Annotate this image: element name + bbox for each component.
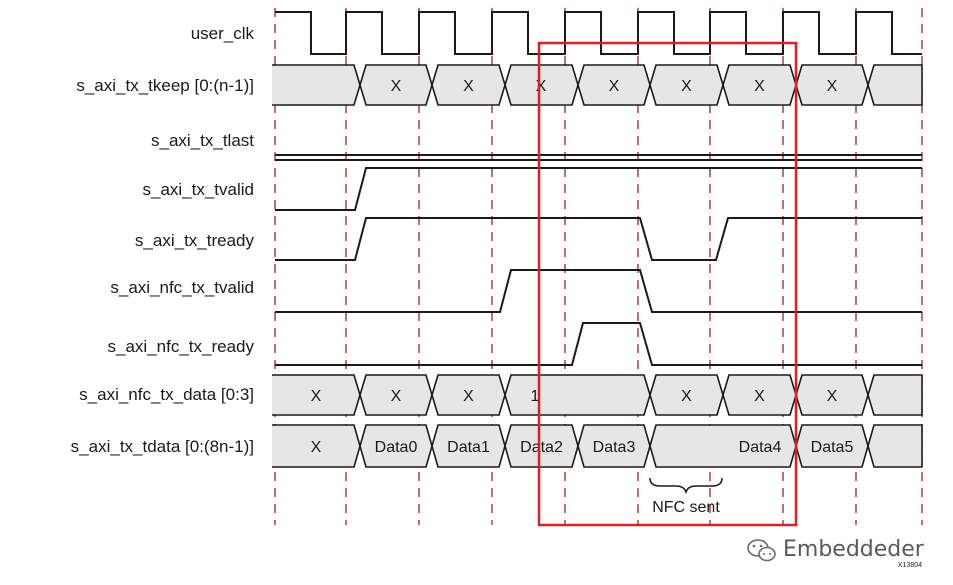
bus-value: Data1 <box>447 439 490 456</box>
signal-label-user-clk: user_clk <box>191 24 255 43</box>
bus-value: X <box>609 78 620 95</box>
bus-value: X <box>754 78 765 95</box>
bus-value: X <box>311 439 322 456</box>
bus-value: X <box>463 78 474 95</box>
bus-value: Data3 <box>593 439 636 456</box>
bus-value: X <box>681 388 692 405</box>
bus-value: Data0 <box>375 439 418 456</box>
bus-segment <box>272 64 361 106</box>
watermark-text: Embeddeder <box>783 537 925 562</box>
figure-id: X13804 <box>898 562 922 569</box>
bus-value: X <box>463 388 474 405</box>
nfc-brace <box>649 477 723 495</box>
bus-value: X <box>754 388 765 405</box>
wechat-icon <box>747 539 776 562</box>
wave-s-axi-tx-tvalid <box>275 167 922 211</box>
signal-label-s-axi-tx-tdata: s_axi_tx_tdata [0:(8n-1)] <box>71 437 254 456</box>
bus-value: X <box>311 388 322 405</box>
signal-label-s-axi-tx-tready: s_axi_tx_tready <box>135 231 255 250</box>
signal-label-s-axi-tx-tvalid: s_axi_tx_tvalid <box>142 180 254 199</box>
wave-s-axi-nfc-tx-tvalid <box>275 269 922 313</box>
bus-value: X <box>536 78 547 95</box>
signal-label-s-axi-nfc-tx-ready: s_axi_nfc_tx_ready <box>108 337 255 356</box>
bus-segment <box>867 374 923 416</box>
bus-value: X <box>827 78 838 95</box>
bus-segment <box>504 374 651 416</box>
bus-value: Data2 <box>520 439 563 456</box>
signal-label-s-axi-nfc-tx-tvalid: s_axi_nfc_tx_tvalid <box>110 278 254 297</box>
signal-label-s-axi-tx-tlast: s_axi_tx_tlast <box>151 131 254 150</box>
nfc-sent-label: NFC sent <box>652 499 720 516</box>
bus-value: Data5 <box>811 439 854 456</box>
bus-value: 1 <box>531 388 540 405</box>
bus-segment <box>867 64 923 106</box>
watermark: Embeddeder <box>747 537 925 562</box>
bus-value: X <box>391 78 402 95</box>
nfc-highlight-box <box>537 41 798 527</box>
signal-label-s-axi-nfc-tx-data: s_axi_nfc_tx_data [0:3] <box>79 385 254 404</box>
wave-user-clk <box>275 11 922 55</box>
bus-value: Data4 <box>739 439 782 456</box>
wave-s-axi-tx-tready <box>275 217 922 261</box>
bus-value: X <box>681 78 692 95</box>
bus-value: X <box>391 388 402 405</box>
signal-label-s-axi-tx-tkeep: s_axi_tx_tkeep [0:(n-1)] <box>76 76 254 95</box>
bus-segment <box>867 424 923 468</box>
bus-value: X <box>827 388 838 405</box>
wave-s-axi-nfc-tx-ready <box>275 322 922 366</box>
